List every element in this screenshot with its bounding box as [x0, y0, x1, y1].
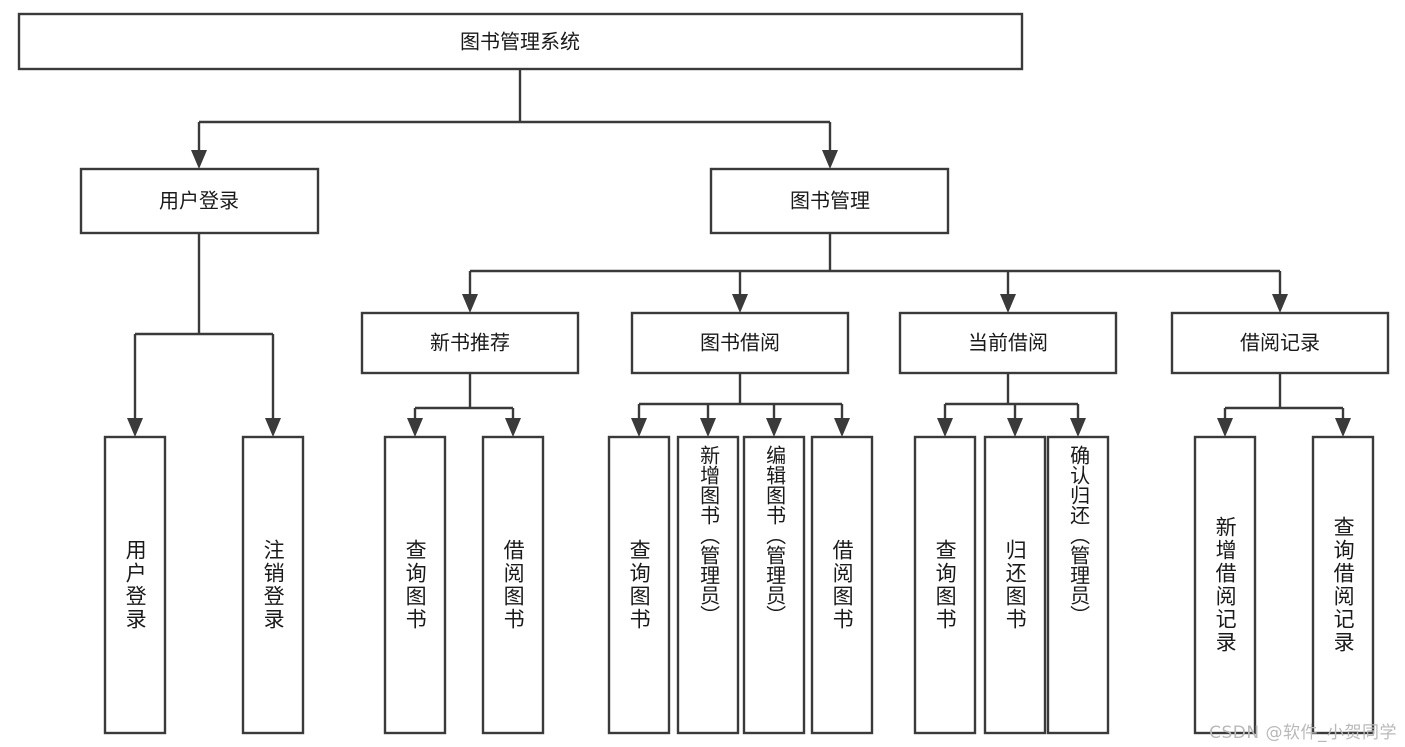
connector-group-newbook — [407, 373, 521, 437]
node-root-box[interactable] — [17, 12, 1024, 71]
leaf-box-book-borrow-3[interactable] — [742, 435, 806, 735]
leaf-boxes-book-borrow — [607, 435, 874, 735]
leaf-box-borrow-record-1[interactable] — [1193, 435, 1257, 735]
node-book-management-box[interactable] — [709, 167, 950, 235]
node-user-login-box[interactable] — [79, 167, 320, 235]
arrow-newbook-leaf-1 — [407, 418, 423, 437]
node-current-borrow[interactable]: 当前借阅 — [898, 311, 1118, 375]
leaf-box-borrow-record-2[interactable] — [1311, 435, 1375, 735]
leaf-box-user-login-2[interactable] — [241, 435, 305, 735]
node-user-login[interactable]: 用户登录 — [79, 167, 320, 235]
node-book-borrow-box[interactable] — [630, 311, 850, 375]
node-book-management[interactable]: 图书管理 — [709, 167, 950, 235]
arrow-currentborrow-leaf-2 — [1007, 418, 1023, 437]
connector-group-userlogin — [127, 233, 281, 437]
arrow-to-borrowrecord — [1272, 294, 1288, 313]
arrow-bookborrow-leaf-3 — [766, 418, 782, 437]
arrow-bookborrow-leaf-1 — [631, 418, 647, 437]
connector-group-bookborrow — [631, 373, 850, 437]
node-borrow-record-box[interactable] — [1170, 311, 1390, 375]
connector-group-currentborrow — [937, 373, 1086, 437]
leaf-box-book-borrow-1[interactable] — [607, 435, 671, 735]
connector-group-bookmgmt — [462, 233, 1288, 313]
node-new-book-recommend-box[interactable] — [360, 311, 580, 375]
arrow-borrowrecord-leaf-1 — [1217, 418, 1233, 437]
arrow-to-currentborrow — [1000, 294, 1016, 313]
leaf-boxes-user-login — [103, 435, 305, 735]
leaf-box-book-borrow-4[interactable] — [810, 435, 874, 735]
node-user-login-label: 用户登录 — [159, 189, 239, 213]
arrow-currentborrow-leaf-3 — [1070, 418, 1086, 437]
node-new-book-recommend-label: 新书推荐 — [430, 331, 510, 355]
node-borrow-record-label: 借阅记录 — [1240, 331, 1320, 355]
leaf-boxes-current-borrow — [913, 435, 1110, 735]
watermark-text: CSDN @软件_小贺同学 — [1209, 723, 1397, 743]
arrow-to-userlogin — [191, 150, 207, 169]
arrow-bookborrow-leaf-4 — [834, 418, 850, 437]
node-new-book-recommend[interactable]: 新书推荐 — [360, 311, 580, 375]
arrow-userlogin-leaf-1 — [127, 418, 143, 437]
node-book-borrow-label: 图书借阅 — [700, 331, 780, 355]
arrow-to-bookmgmt — [822, 150, 838, 169]
arrow-currentborrow-leaf-1 — [937, 418, 953, 437]
leaf-boxes-new-book-recommend — [383, 435, 545, 735]
connector-group-borrowrecord — [1217, 373, 1351, 437]
node-root[interactable]: 图书管理系统 — [17, 12, 1024, 71]
node-root-label: 图书管理系统 — [460, 30, 580, 54]
arrow-bookborrow-leaf-2 — [700, 418, 716, 437]
leaf-boxes-borrow-record — [1193, 435, 1375, 735]
node-current-borrow-label: 当前借阅 — [968, 331, 1048, 355]
node-current-borrow-box[interactable] — [898, 311, 1118, 375]
leaf-box-new-book-2[interactable] — [481, 435, 545, 735]
leaf-box-current-borrow-2[interactable] — [983, 435, 1047, 735]
arrow-borrowrecord-leaf-2 — [1335, 418, 1351, 437]
node-borrow-record[interactable]: 借阅记录 — [1170, 311, 1390, 375]
node-book-management-label: 图书管理 — [790, 189, 870, 213]
leaf-box-current-borrow-1[interactable] — [913, 435, 977, 735]
arrow-userlogin-leaf-2 — [265, 418, 281, 437]
node-book-borrow[interactable]: 图书借阅 — [630, 311, 850, 375]
arrow-to-newbook — [462, 294, 478, 313]
leaf-box-user-login-1[interactable] — [103, 435, 167, 735]
leaf-box-new-book-1[interactable] — [383, 435, 447, 735]
connector-group-root — [191, 69, 838, 169]
arrow-to-bookborrow — [732, 294, 748, 313]
leaf-box-current-borrow-3[interactable] — [1046, 435, 1110, 735]
arrow-newbook-leaf-2 — [505, 418, 521, 437]
leaf-box-book-borrow-2[interactable] — [676, 435, 740, 735]
